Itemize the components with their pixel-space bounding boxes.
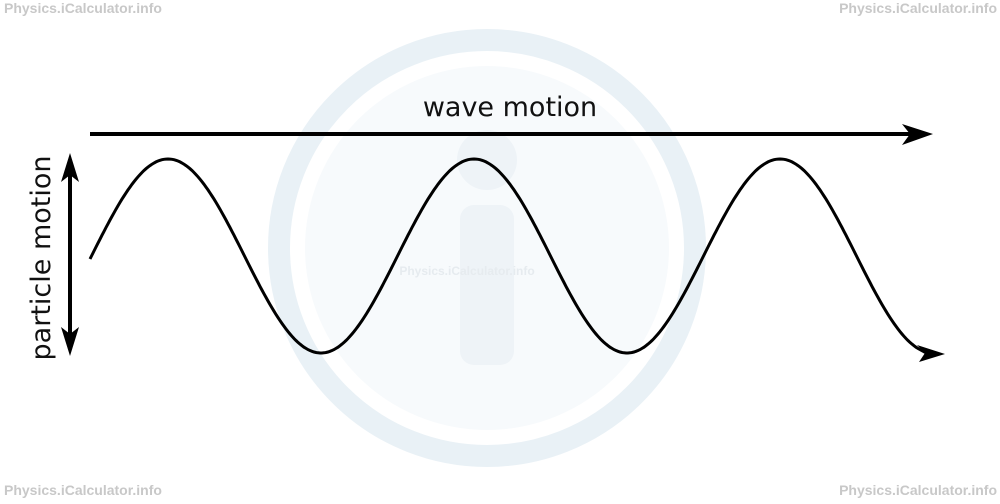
particle-motion-arrowhead-down <box>61 327 79 356</box>
watermark-center-text: Physics.iCalculator.info <box>399 264 534 278</box>
watermark-logo-ring <box>268 29 706 467</box>
wave-motion-arrowhead <box>902 124 933 145</box>
watermark-top-left: Physics.iCalculator.info <box>4 0 162 16</box>
watermark-top-right: Physics.iCalculator.info <box>839 0 997 16</box>
wave-end-arrowhead <box>917 345 945 362</box>
watermark-logo: Physics.iCalculator.info <box>268 29 706 467</box>
info-i-stem <box>460 205 514 365</box>
wave-motion-label: wave motion <box>423 92 597 123</box>
wave-motion-arrow <box>90 124 933 145</box>
particle-motion-arrowhead-up <box>61 153 79 182</box>
particle-motion-label: particle motion <box>26 156 57 361</box>
watermark-bottom-left: Physics.iCalculator.info <box>4 482 162 498</box>
wave-curve <box>88 157 929 356</box>
particle-motion-arrow <box>61 153 79 356</box>
watermark-bottom-right: Physics.iCalculator.info <box>839 482 997 498</box>
